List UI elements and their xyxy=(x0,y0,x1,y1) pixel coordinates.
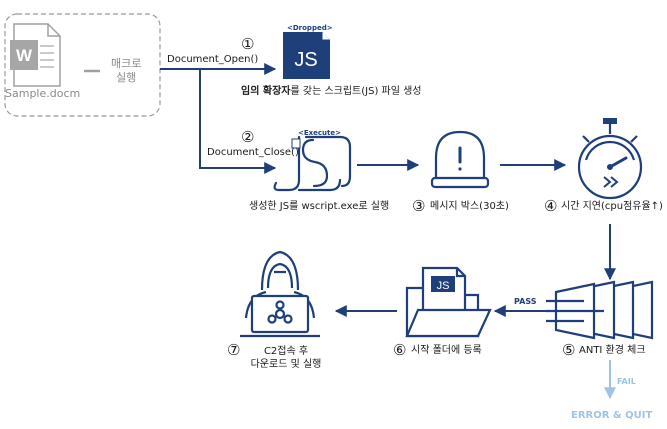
fail-label: FAIL xyxy=(617,377,636,386)
dropped-tag: <Dropped> xyxy=(287,24,333,32)
js-file-icon: JS xyxy=(283,32,330,79)
document-open-label: Document_Open() xyxy=(167,54,259,65)
svg-text:JS: JS xyxy=(294,49,317,71)
step1-caption: 임의 확장자를 갖는 스크립트(JS) 파일 생성 xyxy=(241,86,422,98)
pass-label: PASS xyxy=(514,297,537,306)
step7-caption: C2접속 후 다운로드 및 실행 xyxy=(250,346,322,370)
js-scroll-icon xyxy=(273,135,352,192)
step1-number: ① xyxy=(241,35,255,53)
step3-number: ③ xyxy=(412,197,426,215)
step4-caption: 시간 지연(cpu점유율↑) xyxy=(561,201,663,212)
step6-number: ⑥ xyxy=(393,341,407,359)
document-close-label: Document_Close() xyxy=(207,147,299,158)
stopwatch-icon xyxy=(577,118,643,200)
alarm-icon xyxy=(430,130,490,189)
svg-text:JS: JS xyxy=(437,280,450,292)
step5-caption: ANTI 환경 체크 xyxy=(579,345,646,356)
folder-icon: JS xyxy=(405,266,492,338)
step3-caption: 메시지 박스(30초) xyxy=(430,201,509,212)
step5-number: ⑤ xyxy=(562,341,576,359)
execute-tag: <Execute> xyxy=(298,129,342,137)
error-quit-label: ERROR & QUIT xyxy=(571,410,653,421)
word-document-icon: W xyxy=(10,23,61,87)
arrow-to-execute xyxy=(199,69,277,174)
source-filename: Sample.docm xyxy=(5,87,81,100)
hacker-icon xyxy=(240,250,320,338)
anti-check-icon xyxy=(546,280,654,340)
step2-caption: 생성한 JS를 wscript.exe로 실행 xyxy=(249,201,390,212)
step2-number: ② xyxy=(241,128,255,146)
step1-caption-bold: 임의 확장자 xyxy=(241,86,291,97)
step6-caption: 시작 폴더에 등록 xyxy=(411,345,482,356)
step4-number: ④ xyxy=(544,197,558,215)
macro-run-label: 매크로 실행 xyxy=(111,57,142,84)
source-dashed-box xyxy=(4,13,161,117)
svg-text:W: W xyxy=(16,46,33,65)
step7-number: ⑦ xyxy=(227,341,241,359)
step1-caption-rest: 를 갖는 스크립트(JS) 파일 생성 xyxy=(290,86,422,97)
